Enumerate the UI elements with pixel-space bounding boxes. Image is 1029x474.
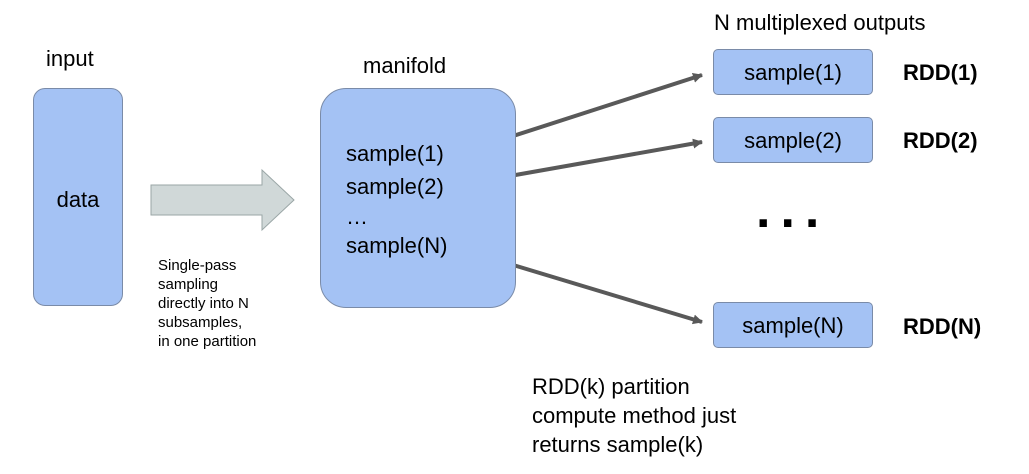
rdd-label-n: RDD(N) — [903, 314, 982, 339]
rdd-label-2: RDD(2) — [903, 128, 978, 153]
sampling-note: Single-pass sampling directly into N sub… — [158, 256, 256, 351]
sampling-note-line: in one partition — [158, 333, 257, 350]
rdd-label-1: RDD(1) — [903, 60, 978, 85]
output-sample-label: sample(N) — [742, 313, 844, 338]
manifold-lines: sample(1) sample(2) … sample(N) — [346, 137, 447, 262]
sampling-note-line: subsamples, — [158, 314, 243, 331]
manifold-heading: manifold — [363, 53, 447, 78]
manifold-line: sample(1) — [346, 141, 444, 166]
output-box-2: sample(2) — [713, 117, 873, 163]
output-box-n: sample(N) — [713, 302, 873, 348]
footnote-line: returns sample(k) — [532, 432, 704, 457]
output-sample-label: sample(2) — [744, 128, 842, 153]
ellipsis: ... — [756, 181, 830, 239]
manifold-line: sample(2) — [346, 174, 444, 199]
output-box-1: sample(1) — [713, 49, 873, 95]
footnote: RDD(k) partition compute method just ret… — [532, 372, 736, 459]
manifold-line: sample(N) — [346, 233, 448, 258]
input-heading: input — [46, 46, 94, 71]
manifold-line: … — [346, 204, 368, 229]
data-box: data — [33, 88, 123, 306]
data-label: data — [56, 187, 100, 212]
footnote-line: RDD(k) partition — [532, 374, 690, 399]
sampling-note-line: directly into N — [158, 295, 249, 312]
manifold-box: sample(1) sample(2) … sample(N) — [320, 88, 516, 308]
sampling-note-line: Single-pass — [158, 257, 237, 274]
sampling-note-line: sampling — [158, 276, 219, 293]
arrow-to-output-n — [479, 253, 703, 325]
outputs-heading: N multiplexed outputs — [714, 10, 926, 35]
output-sample-label: sample(1) — [744, 60, 842, 85]
footnote-line: compute method just — [532, 403, 737, 428]
fat-right-arrow — [150, 168, 295, 232]
